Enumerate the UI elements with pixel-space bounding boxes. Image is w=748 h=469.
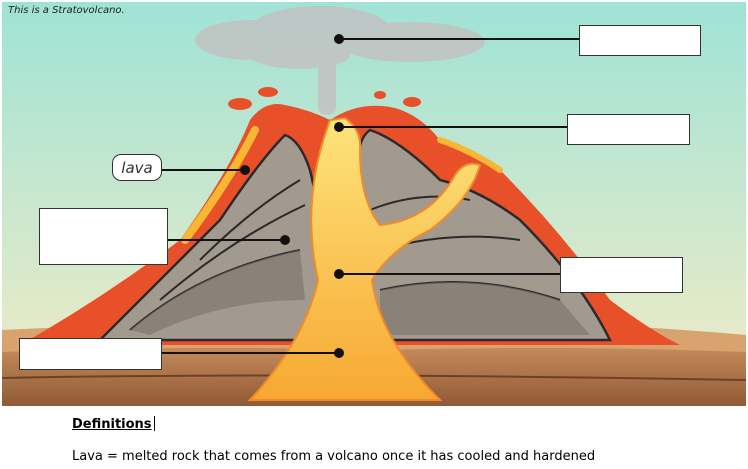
rock-shading <box>130 250 590 335</box>
definitions-heading: Definitions <box>72 416 155 432</box>
blank-label-box-rock-layers[interactable] <box>39 208 168 265</box>
lava-label: lava <box>112 154 162 181</box>
definition-lava: Lava = melted rock that comes from a vol… <box>72 449 596 464</box>
pointer-lines <box>162 38 579 354</box>
lava-splashes <box>228 87 421 110</box>
pointer-dots <box>240 34 344 358</box>
smoke-cloud <box>195 6 485 115</box>
blank-label-box-vent[interactable] <box>560 257 683 293</box>
magma-conduit <box>247 116 482 401</box>
volcano-diagram <box>1 2 747 406</box>
blank-label-box-ash-cloud[interactable] <box>579 25 701 56</box>
blank-label-box-magma-chamber[interactable] <box>19 338 162 370</box>
blank-label-box-crater[interactable] <box>567 114 690 145</box>
diagram-caption: This is a Stratovolcano. <box>8 5 125 16</box>
